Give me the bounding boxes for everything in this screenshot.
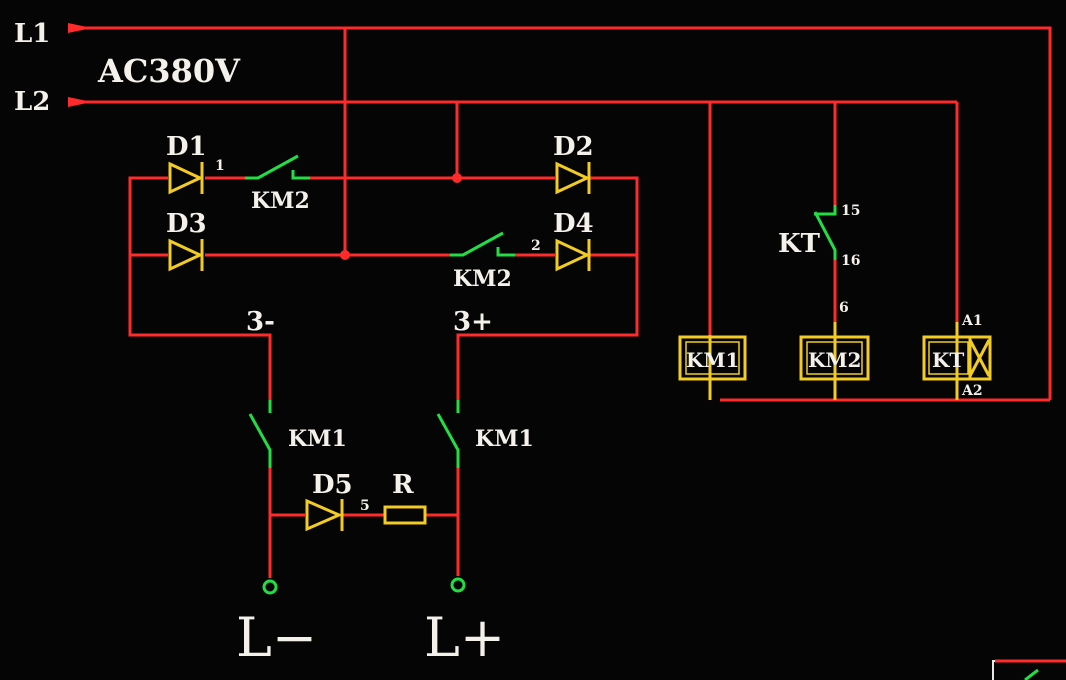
km2-contact-bottom [450, 231, 515, 257]
l-minus-label: L− [236, 606, 317, 669]
coil-km1 [678, 335, 747, 400]
minus-label: 3- [246, 307, 275, 337]
kt-contact [813, 205, 837, 260]
supply-wires [68, 23, 1052, 400]
km2-top-label: KM2 [251, 188, 310, 214]
coil-kt [922, 322, 992, 400]
l1-label: L1 [14, 19, 50, 49]
km1-contact-right [436, 400, 460, 468]
control-wires [708, 102, 1050, 402]
voltage-label: AC380V [97, 52, 241, 90]
coil-km1-label: KM1 [686, 348, 739, 372]
partial-component [992, 659, 1066, 680]
l-plus-label: L+ [424, 606, 505, 669]
diode-d1 [168, 161, 204, 195]
km1-contact-left [248, 400, 272, 468]
terminal-l-minus [262, 579, 278, 595]
bridge-wires [128, 176, 639, 405]
kt-contact-label: KT [778, 229, 821, 259]
pin15-label: 15 [841, 203, 860, 219]
km1-left-label: KM1 [288, 426, 347, 452]
node1-label: 1 [215, 158, 225, 174]
terminal-l-plus [450, 577, 466, 593]
d3-label: D3 [166, 209, 207, 239]
r-label: R [392, 470, 414, 500]
plus-label: 3+ [453, 307, 493, 337]
km1-right-label: KM1 [475, 426, 534, 452]
output-wires [268, 468, 460, 578]
node2-label: 2 [531, 238, 541, 254]
d1-label: D1 [166, 132, 207, 162]
d4-label: D4 [553, 209, 594, 239]
km2-contact-top [245, 154, 310, 180]
d2-label: D2 [553, 132, 594, 162]
node6-label: 6 [839, 300, 849, 316]
coil-km2-label: KM2 [808, 348, 861, 372]
d5-label: D5 [312, 470, 353, 500]
node5-label: 5 [360, 498, 370, 514]
a1-label: A1 [961, 313, 983, 329]
coil-kt-label: KT [932, 348, 964, 372]
diode-d2 [555, 161, 591, 195]
diode-d3 [168, 238, 204, 272]
pin16-label: 16 [841, 253, 860, 269]
l2-label: L2 [14, 87, 50, 117]
a2-label: A2 [961, 383, 983, 399]
resistor-r [383, 505, 427, 525]
diode-d5 [305, 498, 344, 532]
coil-km2 [799, 322, 870, 400]
km2-bottom-label: KM2 [453, 266, 512, 292]
diode-d4 [555, 238, 591, 272]
